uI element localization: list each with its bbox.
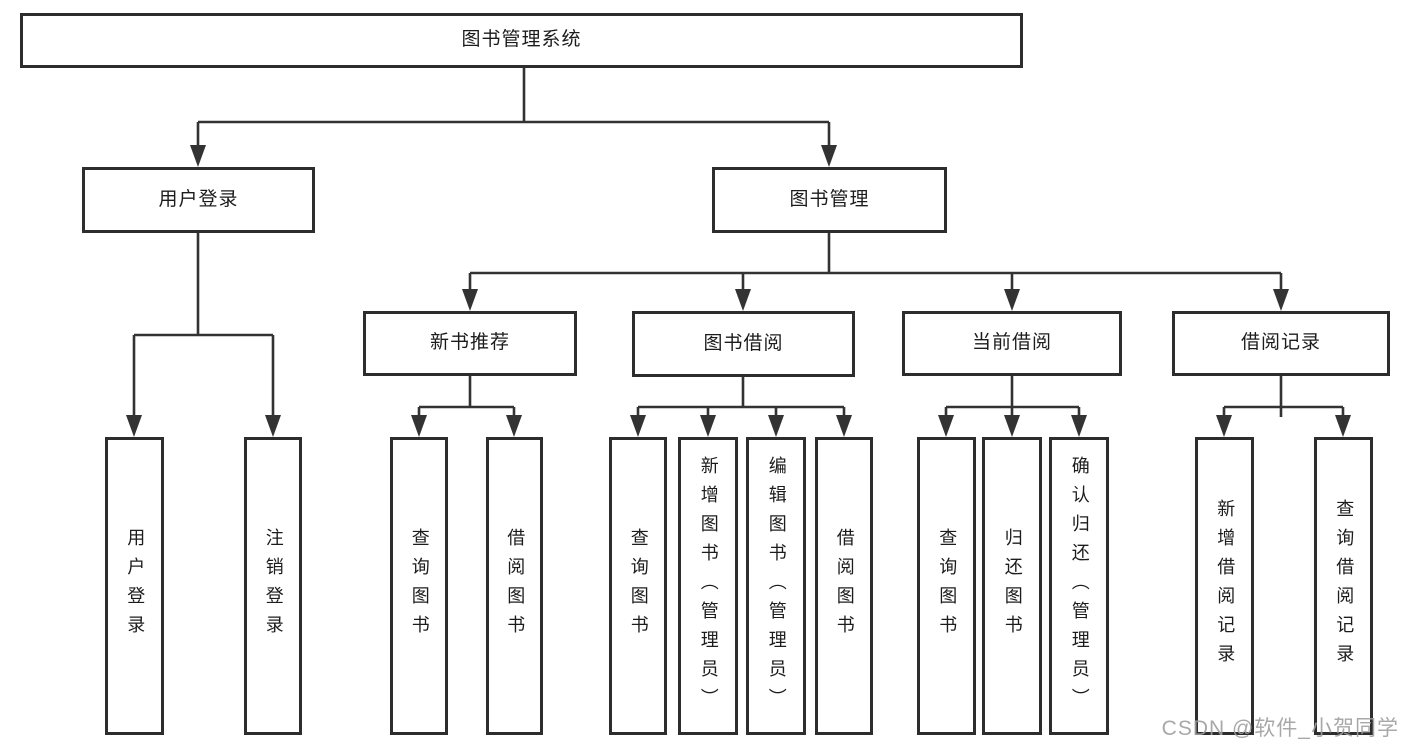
node-root-system: 图书管理系统 [20, 13, 1023, 68]
leaf-borrow-books-recommend: 借阅图书 [486, 437, 543, 735]
leaf-return-books: 归还图书 [982, 437, 1042, 735]
leaf-add-books-admin: 新增图书（管理员） [678, 437, 738, 735]
leaf-query-books-recommend: 查询图书 [390, 437, 448, 735]
node-user-login-group: 用户登录 [82, 167, 315, 233]
leaf-borrow-books: 借阅图书 [815, 437, 873, 735]
leaf-query-books-borrow: 查询图书 [609, 437, 667, 735]
csdn-watermark: CSDN @软件_小贺同学 [1161, 717, 1399, 740]
node-current-borrow: 当前借阅 [902, 311, 1122, 376]
leaf-edit-books-admin: 编辑图书（管理员） [746, 437, 806, 735]
leaf-query-borrow-record: 查询借阅记录 [1314, 437, 1373, 735]
leaf-confirm-return-admin: 确认归还（管理员） [1049, 437, 1109, 735]
leaf-logout: 注销登录 [244, 437, 302, 735]
node-book-management-group: 图书管理 [712, 167, 947, 233]
leaf-user-login: 用户登录 [105, 437, 164, 735]
leaf-query-books-current: 查询图书 [917, 437, 976, 735]
node-borrow-records: 借阅记录 [1172, 311, 1390, 376]
node-book-borrow: 图书借阅 [632, 311, 855, 377]
leaf-add-borrow-record: 新增借阅记录 [1195, 437, 1254, 735]
node-new-book-recommend: 新书推荐 [363, 311, 577, 376]
